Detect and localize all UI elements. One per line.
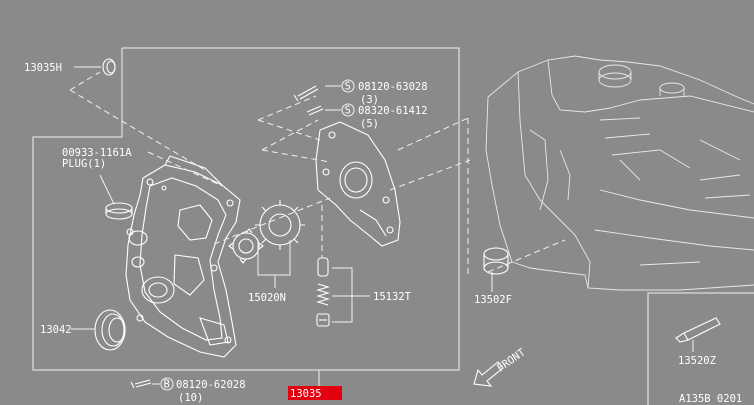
figure-code: A135B 0201	[679, 393, 742, 405]
b-symbol-icon	[160, 377, 174, 391]
small-seal-drawing	[102, 58, 116, 76]
plug-drawing	[105, 202, 133, 220]
sealant-tube-drawing	[675, 317, 721, 343]
front-cover-drawing	[125, 155, 241, 358]
label-08120-62028[interactable]: 08120-62028	[176, 379, 246, 391]
label-13502f[interactable]: 13502F	[474, 294, 512, 306]
label-13042[interactable]: 13042	[40, 324, 72, 336]
label-13035h[interactable]: 13035H	[24, 62, 62, 74]
label-15132t[interactable]: 15132T	[373, 291, 412, 303]
label-08320-61412[interactable]: 08320-61412	[358, 105, 428, 117]
part-labels: 13035H 08120-63028 (3) 08320-61412 (5) 0…	[24, 62, 716, 404]
front-arrow-icon	[473, 361, 504, 387]
s-symbol-icon	[341, 79, 355, 93]
diagram-frames	[32, 47, 754, 405]
bolt-61412-symbol: S	[345, 105, 351, 117]
label-08120-63028[interactable]: 08120-63028	[358, 81, 428, 93]
label-00933-1161a[interactable]: 00933-1161A	[62, 147, 132, 159]
oil-pump-housing-drawing	[315, 121, 401, 247]
symbol-markers: S S B	[160, 79, 355, 391]
front-label: FRONT	[495, 346, 528, 374]
crank-seal-drawing	[94, 309, 126, 351]
oil-pump-gears-drawing	[228, 200, 305, 264]
drain-plug-drawing	[483, 247, 509, 275]
leader-lines	[71, 66, 694, 385]
label-13035-highlighted[interactable]: 13035	[290, 388, 322, 400]
label-15020n[interactable]: 15020N	[248, 292, 286, 304]
bolt-63028-symbol: S	[345, 81, 351, 93]
highlight-box	[288, 386, 342, 400]
assembly-guide-lines	[69, 71, 566, 275]
relief-valve-drawing	[316, 257, 330, 327]
label-08120-62028-qty: (10)	[178, 392, 203, 404]
bolts-drawing	[130, 85, 324, 389]
engine-block-drawing	[485, 55, 754, 291]
label-08320-61412-qty: (5)	[360, 118, 379, 130]
front-direction-arrow: FRONT	[473, 346, 528, 387]
label-plug-note: PLUG(1)	[62, 158, 106, 170]
s-symbol-icon	[341, 103, 355, 117]
label-08120-63028-qty: (3)	[360, 94, 379, 106]
bolt-62028-symbol: B	[164, 379, 170, 391]
label-13520z[interactable]: 13520Z	[678, 355, 716, 367]
